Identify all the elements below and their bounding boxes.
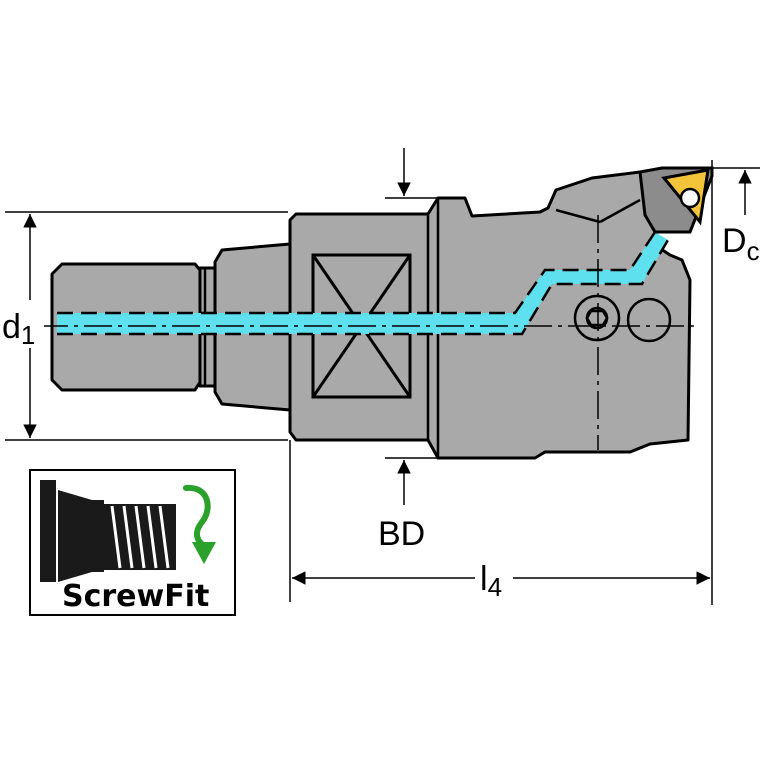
l4-label: l4 — [480, 560, 502, 602]
cutting-insert — [638, 166, 714, 234]
d1-label: d1 — [2, 308, 35, 350]
coolant-path — [57, 232, 668, 334]
screwfit-logo: ScrewFit — [29, 469, 236, 616]
coolant-channel — [57, 231, 670, 336]
screwfit-shank-icon — [40, 480, 104, 582]
logo-text: ScrewFit — [62, 579, 209, 614]
clamp-screw — [573, 294, 621, 342]
coolant-dashes — [57, 231, 670, 336]
coolant-hole — [626, 297, 672, 343]
dc-label: Dc — [722, 222, 760, 266]
rotation-arrow-icon — [183, 484, 216, 564]
screwfit-thread-icon — [104, 504, 176, 570]
bd-label: BD — [378, 515, 425, 553]
insert-hole — [679, 187, 701, 209]
